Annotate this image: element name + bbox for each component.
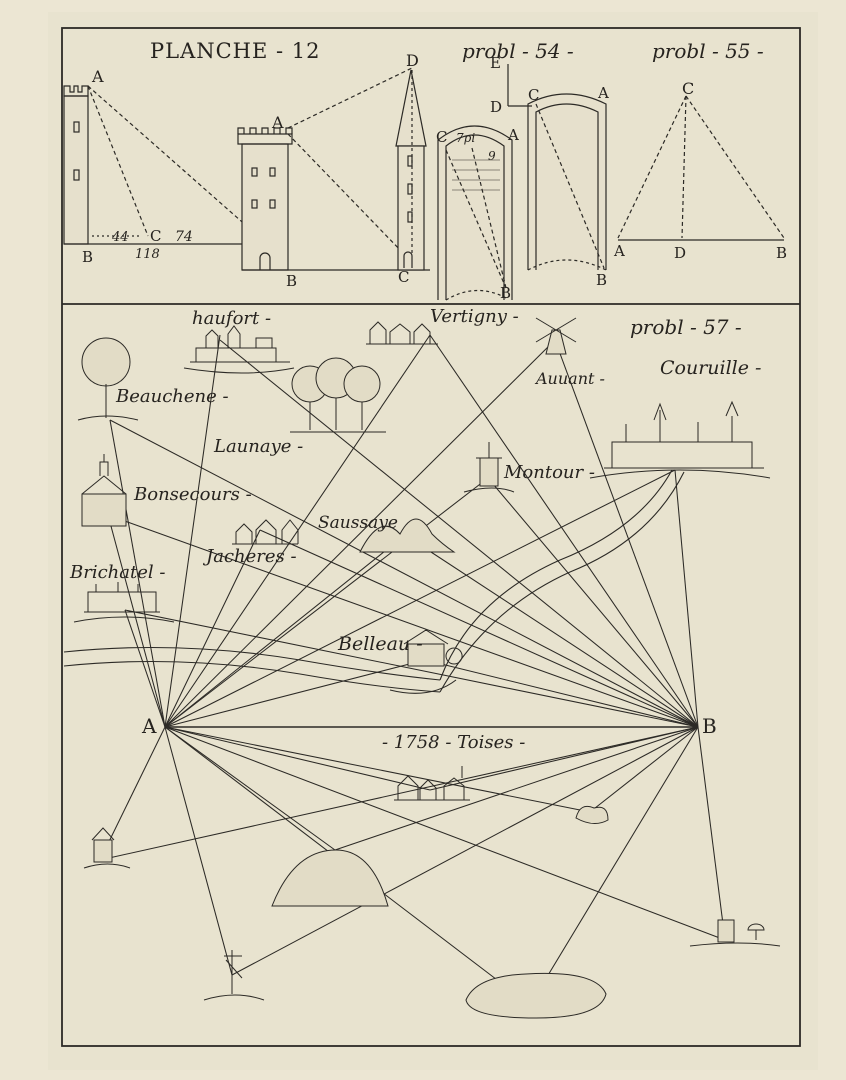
place-launaye: Launaye - — [213, 436, 303, 457]
baseline-caption: - 1758 - Toises - — [382, 732, 525, 753]
place-couruille: Couruille - — [660, 357, 761, 379]
place-belleau: Belleau - — [337, 633, 423, 655]
landmark-forest-launaye — [290, 357, 386, 433]
panel-label-probl-57: probl - 57 - — [630, 315, 742, 339]
landmark-chapel — [83, 827, 131, 869]
fig1-label-C: C — [150, 227, 161, 245]
panel-label-probl-55: probl - 55 - — [652, 39, 764, 63]
place-saussaye: Saussaye — [318, 513, 398, 533]
place-montour: Montour - — [503, 462, 595, 483]
fig3-label-A: A — [597, 84, 609, 102]
landmark-house-belleau — [403, 629, 463, 667]
landmark-tree-beauchene — [77, 337, 139, 421]
fig4-label-D: D — [674, 244, 686, 262]
plate-frame — [61, 27, 801, 1047]
landmark-town-haufort — [183, 325, 295, 374]
landmark-windmill-auuant — [535, 317, 577, 355]
place-bonsecours: Bonsecours - — [133, 484, 252, 505]
fig2-label-A: A — [271, 113, 284, 132]
fig3-annotation-7pi: 7pi — [456, 131, 475, 145]
fig3-label-B: B — [596, 271, 607, 289]
figure-2 — [237, 67, 430, 271]
fig3-label-C: C — [528, 86, 539, 104]
landmark-bush — [575, 805, 609, 824]
fig1-label-A: A — [91, 67, 104, 86]
fig2-label-D: D — [406, 51, 419, 70]
landmark-tower-montour — [463, 442, 515, 493]
fig1-length-74: 74 — [175, 229, 193, 245]
landmark-town-couruille — [589, 400, 771, 479]
station-A: A — [141, 714, 157, 738]
river — [63, 469, 685, 694]
fig4-label-B: B — [776, 244, 787, 262]
fig1-length-118: 118 — [135, 247, 160, 262]
landmark-village-south — [394, 766, 470, 801]
landmark-pond — [465, 972, 607, 1019]
panel-label-probl-54: probl - 54 - — [462, 39, 574, 63]
plate-title: PLANCHE - 12 — [150, 39, 321, 63]
landmark-castle-brichatel — [73, 582, 175, 623]
fig1-label-B: B — [82, 248, 93, 266]
fig3-label-E: E — [490, 54, 501, 72]
place-haufort: haufort - — [192, 308, 271, 329]
fig3-label-C2: C — [436, 128, 447, 146]
fig4-label-A: A — [613, 242, 625, 260]
landmark-hamlet-jacheres — [232, 519, 299, 545]
landmark-hills-saussaye — [359, 518, 456, 553]
place-brichatel: Brichatel - — [69, 562, 165, 583]
fig2-label-B: B — [286, 272, 297, 290]
figure-4 — [617, 95, 785, 241]
landmark-marker — [689, 919, 781, 947]
place-jacheres: Jacheres - — [202, 546, 297, 567]
figure-1 — [63, 85, 260, 245]
figure-3 — [437, 64, 607, 301]
fig3-label-D: D — [490, 98, 502, 116]
place-beauchene: Beauchene - — [115, 386, 229, 407]
landmark-gibbet — [203, 950, 265, 1001]
fig2-label-C: C — [398, 268, 409, 286]
place-vertigny: Vertigny - — [430, 306, 519, 327]
fig3-label-B2: B — [500, 284, 511, 302]
place-auuant: Auuant - — [534, 369, 605, 388]
station-B: B — [702, 714, 717, 738]
landmark-church-bonsecours — [81, 454, 127, 527]
fig3-annotation-9: 9 — [488, 149, 496, 163]
fig1-length-44: 44 — [111, 230, 129, 245]
fig3-label-A2: A — [507, 126, 519, 144]
landmark-village-vertigny — [366, 321, 438, 345]
fig4-label-C: C — [682, 79, 694, 98]
landmark-mound — [271, 849, 389, 907]
